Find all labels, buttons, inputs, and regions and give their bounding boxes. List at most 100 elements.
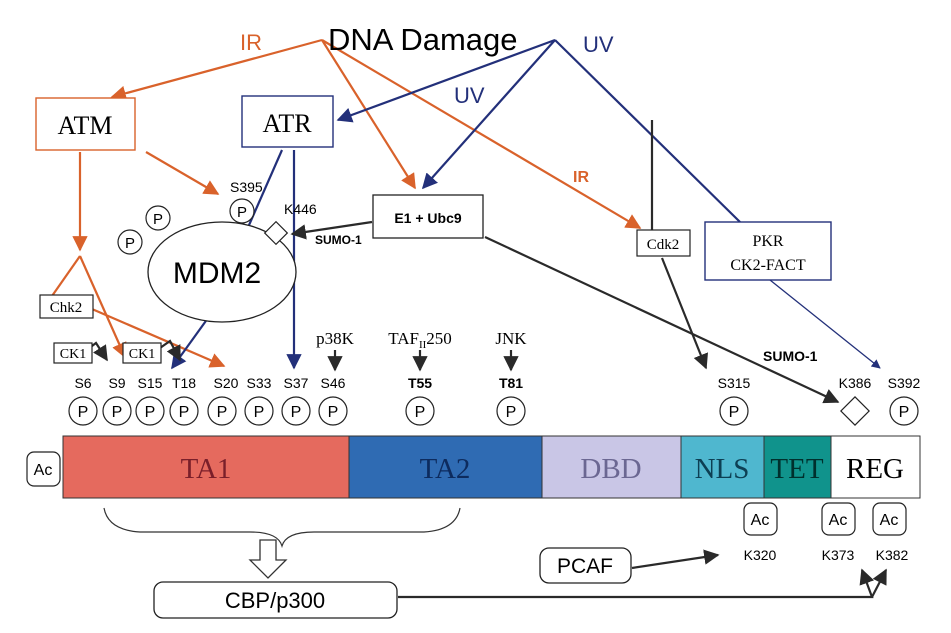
p53-domain-bar: TA1 TA2 DBD NLS TET REG [62,435,921,499]
ac-label-k382: Ac [880,512,899,529]
black-arrows [79,120,887,599]
mdm2-p-3: P [237,204,247,221]
atr-box: ATR [241,95,334,148]
site-s15: S15 [138,375,163,391]
domain-reg [830,435,921,499]
arrow-chk2-to-s20 [84,304,226,368]
acetyl-k320: Ac [743,502,778,536]
atm-box: ATM [35,97,136,151]
p-t81: P [506,404,517,421]
arrow-branch-to-s9 [78,255,127,359]
domain-ta2 [348,435,543,499]
mdm2-p-2: P [153,211,163,228]
site-s20: S20 [214,375,239,391]
arrow-damage-to-pkr [554,39,741,223]
cbp-p300-label: CBP/p300 [225,588,325,613]
phospho-labels: P P P P P P P P P P P P [78,404,910,421]
p-s6: P [78,404,89,421]
chk2-box: Chk2 [39,294,94,319]
arrow-branch-k382 [871,568,887,598]
site-s37: S37 [284,375,309,391]
domain-nls-label: NLS [695,453,750,485]
p-s15: P [145,404,156,421]
uv-arrows [171,38,881,370]
pcaf-box: PCAF [539,547,632,584]
site-k446: K446 [284,201,317,217]
jnk-label: JNK [495,329,527,348]
p-s37: P [291,404,302,421]
arrow-damage-to-atr [336,38,556,123]
domain-dbd-label: DBD [580,453,641,485]
p38k-label: p38K [316,329,355,348]
site-s395: S395 [230,179,263,195]
domain-ta2-label: TA2 [420,453,471,485]
site-k373: K373 [822,547,855,563]
ir-arrows [51,38,642,368]
ck2-fact-label: CK2-FACT [730,257,805,274]
site-t81: T81 [499,375,523,391]
acetyl-n-term: Ac [26,451,61,487]
e1-ubc9-box: E1 + Ubc9 [372,194,484,239]
site-s315: S315 [718,375,751,391]
site-s46: S46 [321,375,346,391]
arrow-mdm2-to-t18 [171,317,209,370]
arrow-pcaf-to-k320 [631,549,720,570]
arrow-cbp-to-k373-k382 [398,568,875,599]
arrow-damage-to-e1 [321,39,416,190]
domain-ta1-label: TA1 [181,453,232,485]
mdm2-p-1: P [125,235,135,252]
acetyl-k382: Ac [872,502,907,536]
pcaf-label: PCAF [557,555,613,578]
p-t55: P [415,404,426,421]
site-k382: K382 [876,547,909,563]
sumo1-label-main: SUMO-1 [763,348,818,364]
site-s392: S392 [888,375,921,391]
domain-tet [763,435,832,499]
ir-label-top: IR [240,30,262,55]
ck1-label-b: CK1 [129,347,155,362]
site-k386: K386 [839,375,872,391]
arrow-damage-to-e1-uv [421,39,556,190]
arrow-branch-left [51,255,81,297]
pkr-label: PKR [752,233,783,250]
ck1-box-b: CK1 [122,342,162,364]
atm-label: ATM [58,111,113,140]
arrow-damage-to-atm [110,38,323,101]
domain-tet-label: TET [770,453,823,485]
cdk2-label: Cdk2 [647,237,680,253]
hollow-down-arrow [248,539,288,579]
e1-ubc9-label: E1 + Ubc9 [394,210,462,226]
arrow-pkr-to-s392 [769,279,881,369]
p-s392: P [899,404,910,421]
ta-brace [103,507,461,549]
ac-label-nterm: Ac [34,462,53,479]
p-s9: P [112,404,123,421]
acetyl-k373: Ac [821,502,856,536]
chk2-label: Chk2 [50,300,83,316]
ck1-label-a: CK1 [60,347,86,362]
ac-label-k373: Ac [829,512,848,529]
arrow-damage-to-cdk2 [321,39,642,229]
pkr-box: PKR CK2-FACT [704,221,832,281]
uv-label-mid: UV [454,83,485,108]
arrow-cdk2-to-s315 [660,257,709,370]
mdm2-sumo-label: SUMO-1 [315,233,362,247]
uv-label-top: UV [583,32,614,57]
p-s20: P [217,404,228,421]
mdm2-label: MDM2 [173,257,261,290]
mdm2-ellipse [147,221,297,323]
p-s315: P [729,404,740,421]
arrow-e1-to-k386 [484,236,840,404]
site-s9: S9 [108,375,125,391]
arrow-atm-to-mdm2 [145,151,220,195]
domain-dbd [541,435,682,499]
k386-sumo-diamond [840,396,870,426]
ac-label-k320: Ac [751,512,770,529]
site-s6: S6 [74,375,91,391]
diagram-title: DNA Damage [328,22,518,57]
p-t18: P [179,404,190,421]
cdk2-box: Cdk2 [636,229,691,257]
arrow-e1-to-k446 [290,220,373,240]
phospho-circles [68,396,919,426]
